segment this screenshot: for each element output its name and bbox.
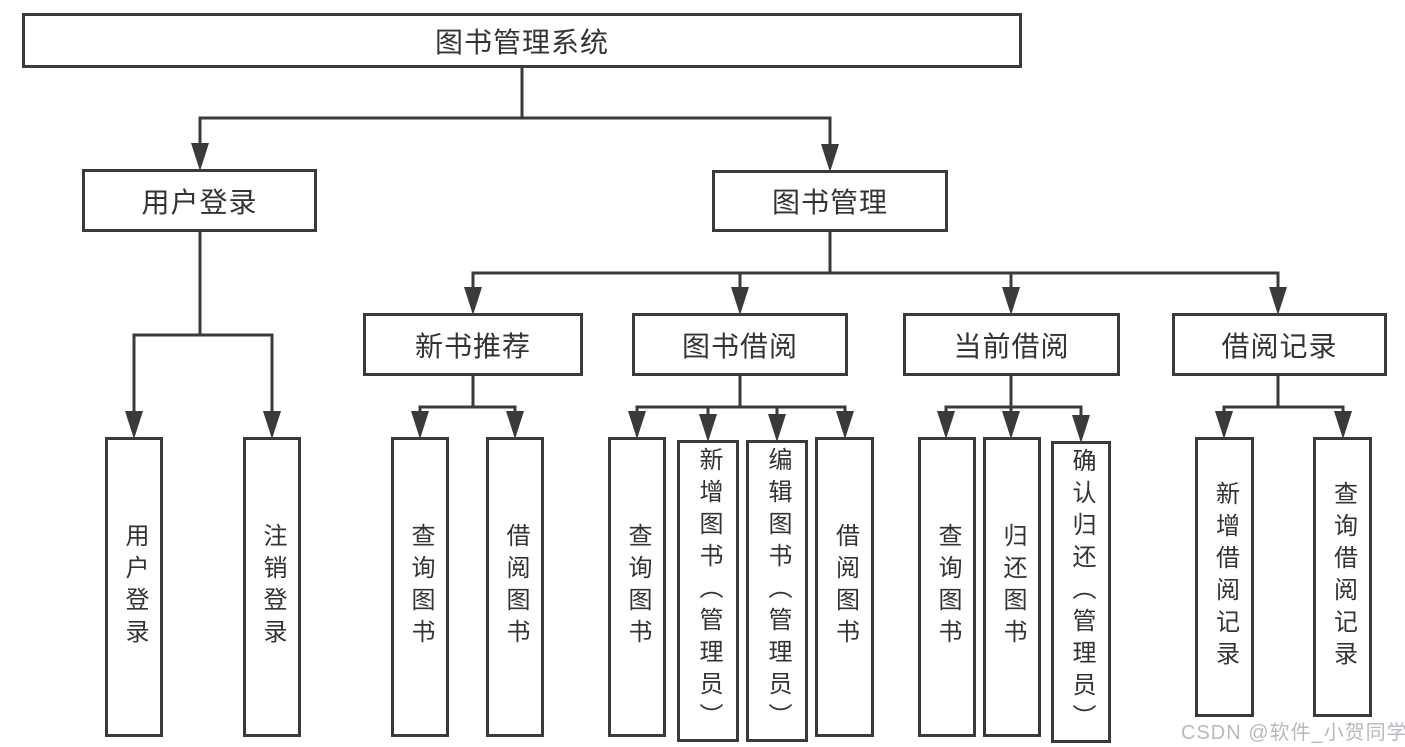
leaf-user-login: 用户登录 [105,437,163,737]
leaf-logout-label: 注销登录 [259,523,286,651]
leaf-query-books-borrowing: 查询图书 [608,437,666,737]
leaf-user-login-label: 用户登录 [121,523,148,651]
leaf-edit-books-admin: 编辑图书（管理员） [746,440,808,742]
leaf-logout: 注销登录 [243,437,301,737]
node-book-borrowing: 图书借阅 [632,313,848,376]
leaf-query-books-current: 查询图书 [918,437,976,737]
leaf-query-borrow-record-label: 查询借阅记录 [1329,481,1357,673]
node-book-management: 图书管理 [712,170,948,232]
leaf-confirm-return-admin: 确认归还（管理员） [1051,441,1111,743]
node-borrow-records: 借阅记录 [1172,313,1387,376]
leaf-query-books-recommend: 查询图书 [391,437,449,737]
node-root-library-system: 图书管理系统 [22,13,1022,68]
leaf-borrow-books-recommend: 借阅图书 [486,437,544,737]
leaf-query-borrow-record: 查询借阅记录 [1313,437,1372,717]
leaf-confirm-return-admin-label: 确认归还（管理员） [1068,448,1095,736]
leaf-add-borrow-record-label: 新增借阅记录 [1211,481,1239,673]
csdn-watermark: CSDN @软件_小贺同学 [1181,722,1405,744]
leaf-add-books-admin: 新增图书（管理员） [677,440,739,742]
leaf-borrow-books-label: 借阅图书 [831,523,859,651]
leaf-query-books-borrowing-label: 查询图书 [624,523,651,651]
leaf-return-books-label: 归还图书 [999,523,1026,651]
node-user-login: 用户登录 [82,169,317,232]
node-current-borrowing: 当前借阅 [903,313,1120,376]
leaf-borrow-books: 借阅图书 [815,437,874,737]
leaf-query-books-recommend-label: 查询图书 [407,523,434,651]
leaf-edit-books-admin-label: 编辑图书（管理员） [764,447,791,735]
leaf-query-books-current-label: 查询图书 [934,523,961,651]
leaf-add-borrow-record: 新增借阅记录 [1195,437,1254,717]
leaf-add-books-admin-label: 新增图书（管理员） [695,447,722,735]
leaf-borrow-books-recommend-label: 借阅图书 [502,523,529,651]
leaf-return-books: 归还图书 [983,437,1041,737]
node-new-book-recommend: 新书推荐 [363,313,583,376]
